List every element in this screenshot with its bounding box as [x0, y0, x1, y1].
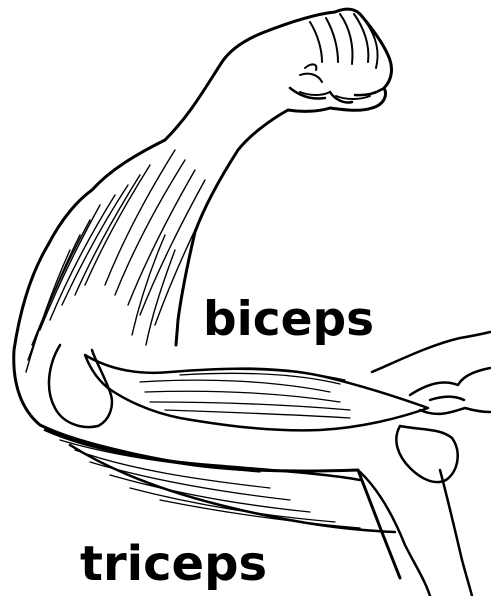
triceps-label: triceps: [80, 540, 267, 588]
biceps-fiber-lines: [140, 369, 350, 418]
triceps-fiber-lines: [60, 440, 360, 528]
thumb-outline: [290, 88, 384, 103]
forearm-bone: [396, 426, 457, 482]
elbow-bone: [49, 345, 112, 427]
forearm-upper-contour: [372, 332, 490, 372]
fist-knuckle-lines: [300, 14, 378, 99]
lower-arm-contour: [358, 470, 472, 596]
biceps-label: biceps: [203, 296, 374, 343]
forearm-muscle-lines: [26, 150, 212, 372]
